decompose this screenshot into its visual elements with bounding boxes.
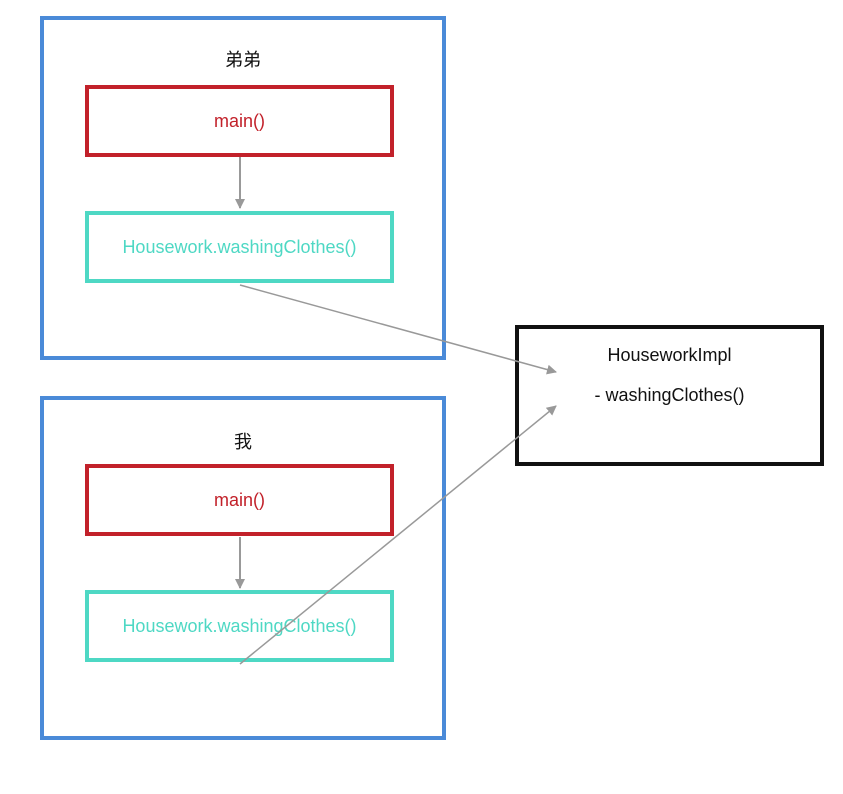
arrow-call1-to-impl: [239, 284, 557, 375]
main-box: main(): [85, 464, 394, 536]
group-wo: 我: [40, 396, 446, 740]
washing-clothes-call-box: Housework.washingClothes(): [85, 211, 394, 283]
impl-title: HouseworkImpl: [607, 345, 732, 365]
main-box: main(): [85, 85, 394, 157]
arrow-call2-to-impl: [239, 405, 557, 665]
washing-clothes-call-box: Housework.washingClothes(): [85, 590, 394, 662]
group-didi: 弟弟: [40, 16, 446, 360]
impl-method: - washingClothes(): [594, 385, 745, 405]
group-title: 我: [234, 432, 252, 452]
group-title: 弟弟: [225, 50, 261, 70]
housework-impl-box: HouseworkImpl - washingClothes(): [515, 325, 824, 466]
